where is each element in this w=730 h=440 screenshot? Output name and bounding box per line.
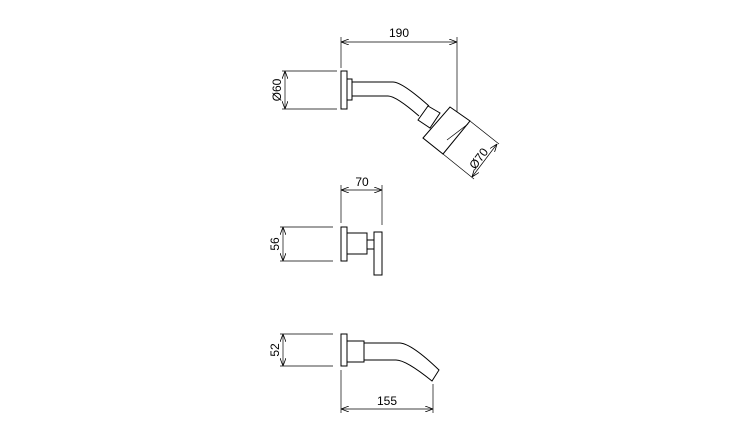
valve-handle bbox=[373, 231, 383, 276]
spout-drawing: 52 155 bbox=[268, 333, 440, 413]
shower-head-drawing: 190 Ø60 Ø70 bbox=[270, 26, 500, 180]
dimension-head-diameter bbox=[472, 144, 497, 177]
valve-stem bbox=[366, 239, 375, 250]
spout-plate bbox=[340, 333, 348, 367]
head-diameter-label: Ø70 bbox=[466, 145, 491, 172]
valve-plate bbox=[340, 226, 348, 262]
depth-label: 70 bbox=[355, 175, 369, 189]
spout-height-label: 52 bbox=[268, 343, 282, 357]
flange bbox=[346, 78, 353, 101]
arm-nut bbox=[417, 105, 441, 129]
plate-diameter-label: Ø60 bbox=[270, 78, 284, 101]
height-label: 56 bbox=[268, 237, 282, 251]
shower-arm bbox=[352, 81, 430, 107]
wall-plate bbox=[340, 70, 348, 110]
valve-body bbox=[346, 232, 368, 255]
spout-tube bbox=[364, 342, 440, 382]
valve-drawing: 70 56 bbox=[268, 175, 383, 276]
spout-length-label: 155 bbox=[377, 394, 397, 408]
spout-collar bbox=[346, 340, 365, 363]
width-label: 190 bbox=[389, 26, 409, 40]
